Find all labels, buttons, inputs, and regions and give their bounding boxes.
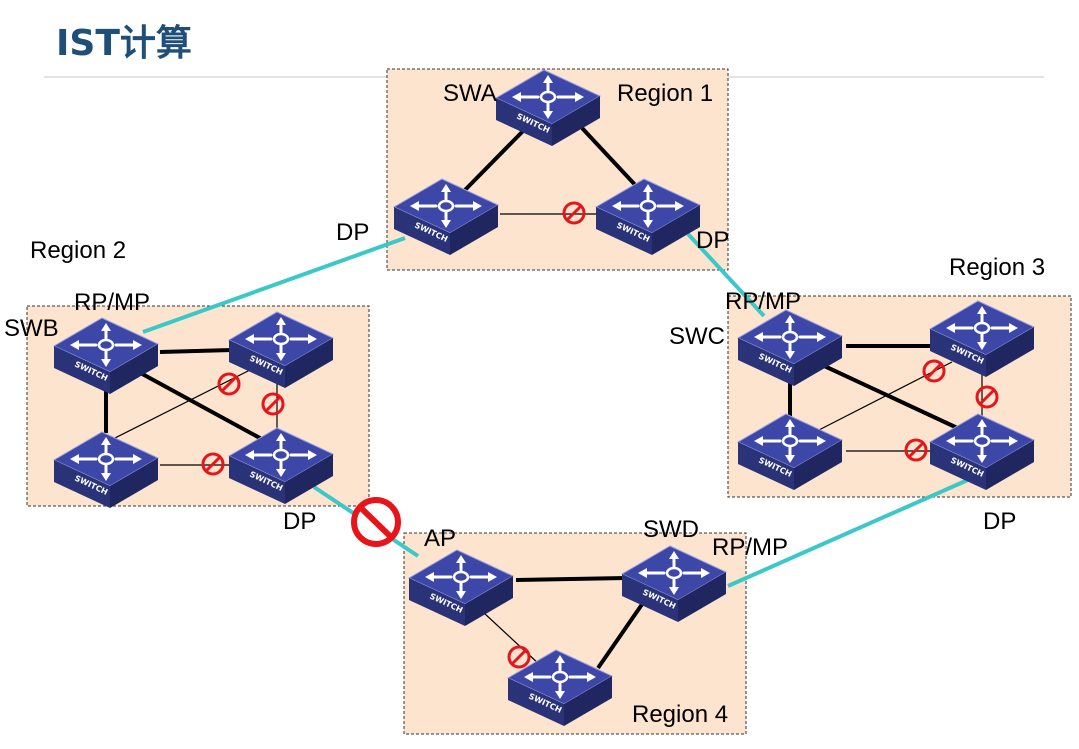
page-title: IST计算	[56, 23, 192, 64]
label-rpmp-r3: RP/MP	[725, 288, 801, 315]
label-region-3: Region 3	[949, 254, 1045, 281]
label-dp-r2: DP	[283, 508, 316, 535]
label-dp-r3: DP	[983, 508, 1016, 535]
r1-link-swa-left	[463, 126, 528, 192]
r2-link-swb-br	[134, 368, 281, 451]
r3-link-swc-br	[819, 362, 967, 434]
label-ap: AP	[424, 525, 456, 552]
label-region-1: Region 1	[617, 80, 713, 107]
r1-link-swa-right	[580, 126, 640, 190]
link-r3-r4	[727, 477, 971, 588]
label-region-4: Region 4	[632, 701, 728, 728]
label-rpmp-r4: RP/MP	[712, 534, 788, 561]
label-rpmp-r2: RP/MP	[74, 289, 150, 316]
r4-link-swd-bottom	[596, 598, 647, 670]
label-swb: SWB	[4, 315, 59, 342]
r3-link-bl-tr	[814, 361, 953, 433]
r4-link-ap-swd	[515, 576, 627, 582]
r2-link-swb-tr	[159, 348, 233, 354]
blocked-link-icon	[351, 497, 401, 547]
label-dp-r1-left: DP	[336, 219, 369, 246]
label-swc: SWC	[669, 323, 725, 350]
label-swd: SWD	[643, 516, 699, 543]
r2-link-bl-tr	[94, 369, 251, 449]
label-region-2: Region 2	[30, 237, 126, 264]
link-r1-r3	[686, 232, 766, 318]
label-dp-r1-right: DP	[696, 227, 729, 254]
label-swa: SWA	[443, 80, 497, 107]
link-r1-r2	[142, 236, 406, 334]
